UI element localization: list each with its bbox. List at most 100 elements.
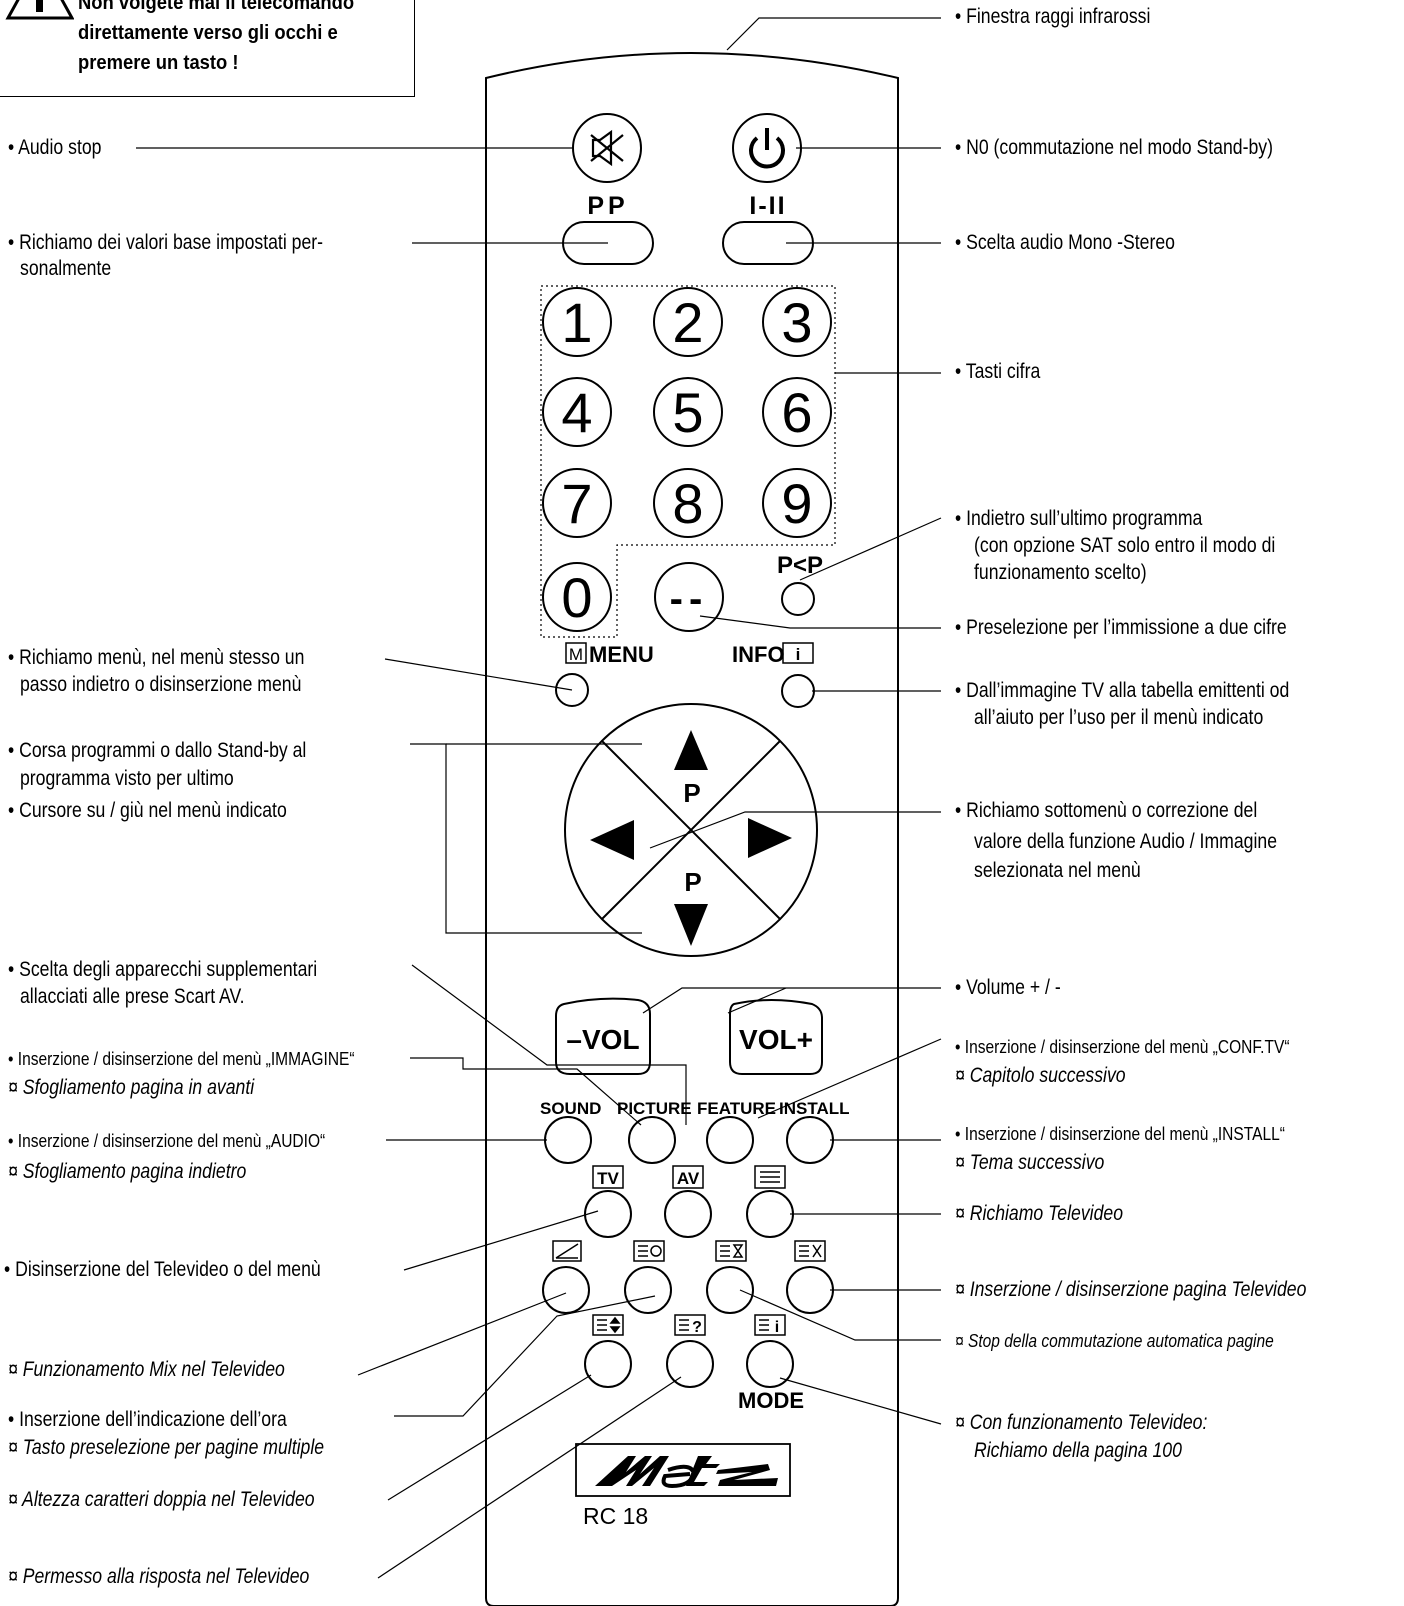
- reveal-icon: [674, 1314, 706, 1336]
- double-height-button[interactable]: [584, 1340, 632, 1388]
- label-recall-values-2: sonalmente: [20, 257, 112, 280]
- hold-icon: [715, 1240, 747, 1262]
- label-infrared: • Finestra raggi infrarossi: [955, 5, 1151, 28]
- menu-button[interactable]: [555, 673, 589, 707]
- label-reveal: ¤ Permesso alla risposta nel Televideo: [8, 1565, 310, 1588]
- label-mix: ¤ Funzionamento Mix nel Televideo: [8, 1358, 285, 1381]
- feature-button[interactable]: [706, 1116, 754, 1164]
- label-last-program-1: • Indietro sull’ultimo programma: [955, 507, 1203, 530]
- arrow-up-icon: [674, 730, 708, 770]
- p-up-label: P: [683, 778, 700, 808]
- av-box-icon: [672, 1165, 704, 1189]
- digit-3: 3: [781, 291, 812, 354]
- feature-label: FEATURE: [697, 1099, 776, 1118]
- label-conftv-2: ¤ Capitolo successivo: [955, 1064, 1126, 1087]
- menu-icon-letter: M: [569, 645, 583, 664]
- label-recall-values-1: • Richiamo dei valori base impostati per…: [8, 231, 324, 254]
- warning-triangle-icon: [5, 0, 74, 20]
- label-program-3: • Cursore su / giù nel menù indicato: [8, 799, 287, 822]
- label-menu-2: passo indietro o disinserzione menù: [20, 673, 302, 696]
- power-icon: [749, 128, 785, 169]
- reveal-cancel-icon: [794, 1240, 826, 1262]
- menu-box-icon: [565, 642, 587, 664]
- label-info-2: all’aiuto per l’uso per il menù indicato: [974, 706, 1264, 729]
- index-icon: [754, 1314, 786, 1336]
- sound-button[interactable]: [544, 1116, 592, 1164]
- model-label: RC 18: [583, 1503, 648, 1529]
- teletext-icon: [760, 1171, 780, 1183]
- label-program-2: programma visto per ultimo: [20, 767, 234, 790]
- reveal-question-glyph: ?: [692, 1319, 702, 1336]
- dash-button[interactable]: [654, 562, 724, 632]
- p-lt-p-button[interactable]: [781, 582, 815, 616]
- label-page100-2: Richiamo della pagina 100: [974, 1439, 1182, 1462]
- dash-label: --: [670, 577, 709, 621]
- av-button[interactable]: [664, 1190, 712, 1238]
- power-button[interactable]: [732, 113, 802, 183]
- label-install-1: • Inserzione / disinserzione del menù „I…: [955, 1123, 1285, 1144]
- i-ii-label: I-II: [749, 192, 786, 220]
- label-audio-menu-2: ¤ Sfogliamento pagina indietro: [8, 1160, 247, 1183]
- i-ii-button[interactable]: [722, 221, 814, 265]
- arrow-left-icon: [590, 820, 634, 860]
- vol-minus-button[interactable]: [555, 997, 651, 1075]
- index-button[interactable]: [746, 1340, 794, 1388]
- label-mono-stereo: • Scelta audio Mono -Stereo: [955, 231, 1175, 254]
- digit-buttons[interactable]: [542, 287, 832, 632]
- label-info-1: • Dall’immagine TV alla tabella emittent…: [955, 679, 1290, 702]
- reveal-button[interactable]: [666, 1340, 714, 1388]
- label-page-toggle: ¤ Inserzione / disinserzione pagina Tele…: [955, 1278, 1307, 1301]
- mix-button[interactable]: [542, 1266, 590, 1314]
- p-down-label: P: [684, 867, 701, 897]
- sound-label: SOUND: [540, 1099, 601, 1118]
- label-menu-1: • Richiamo menù, nel menù stesso un: [8, 646, 305, 669]
- tv-button[interactable]: [584, 1190, 632, 1238]
- remote-body: [485, 52, 899, 1606]
- picture-button[interactable]: [628, 1116, 676, 1164]
- digit-1: 1: [561, 291, 592, 354]
- reveal-cancel-button[interactable]: [786, 1266, 834, 1314]
- label-conftv-1: • Inserzione / disinserzione del menù „C…: [955, 1036, 1290, 1057]
- teletext-button[interactable]: [746, 1190, 794, 1238]
- label-digits: • Tasti cifra: [955, 360, 1041, 383]
- label-audio-stop: • Audio stop: [8, 136, 102, 159]
- mute-button[interactable]: [572, 113, 642, 183]
- keypad-frame: [540, 285, 836, 638]
- warning-line: direttamente verso gli occhi e: [78, 22, 338, 44]
- label-double-height: ¤ Altezza caratteri doppia nel Televideo: [8, 1488, 315, 1511]
- label-submenu-2: valore della funzione Audio / Immagine: [974, 830, 1278, 853]
- digit-6: 6: [781, 381, 812, 444]
- install-button[interactable]: [786, 1116, 834, 1164]
- warning-text: Non volgete mai il telecomando direttame…: [78, 0, 386, 78]
- label-submenu-1: • Richiamo sottomenù o correzione del: [955, 799, 1258, 822]
- label-audio-menu-1: • Inserzione / disinserzione del menù „A…: [8, 1130, 326, 1151]
- leader-lines: [136, 17, 942, 1579]
- menu-label: MENU: [589, 642, 654, 667]
- label-av-select-2: allacciati alle prese Scart AV.: [20, 985, 245, 1008]
- hold-button[interactable]: [706, 1266, 754, 1314]
- tv-label: TV: [597, 1169, 619, 1188]
- vol-plus-button[interactable]: [729, 999, 823, 1075]
- digit-4: 4: [561, 381, 592, 444]
- mute-icon: [590, 129, 624, 167]
- dpad-ring: [564, 703, 818, 957]
- label-two-digit: • Preselezione per l’immissione a due ci…: [955, 616, 1287, 639]
- info-label: INFO: [732, 642, 785, 667]
- clock-button[interactable]: [624, 1266, 672, 1314]
- label-immagine-1: • Inserzione / disinserzione del menù „I…: [8, 1048, 355, 1069]
- label-teletext-recall: ¤ Richiamo Televideo: [955, 1202, 1124, 1225]
- label-program-1: • Corsa programmi o dallo Stand-by al: [8, 739, 307, 762]
- info-button[interactable]: [781, 674, 815, 708]
- index-i-glyph: i: [775, 1319, 779, 1336]
- pp-button[interactable]: [562, 221, 654, 265]
- label-standby: • N0 (commutazione nel modo Stand-by): [955, 136, 1273, 159]
- digit-5: 5: [672, 381, 703, 444]
- digit-2: 2: [672, 291, 703, 354]
- info-box-icon: [782, 642, 814, 664]
- double-height-icon: [592, 1314, 624, 1336]
- warning-line: premere un tasto !: [78, 52, 239, 74]
- av-label: AV: [677, 1169, 700, 1188]
- dpad-divider: [601, 740, 781, 920]
- p-lt-p-label: P<P: [777, 552, 823, 579]
- metz-logo: [595, 1456, 778, 1489]
